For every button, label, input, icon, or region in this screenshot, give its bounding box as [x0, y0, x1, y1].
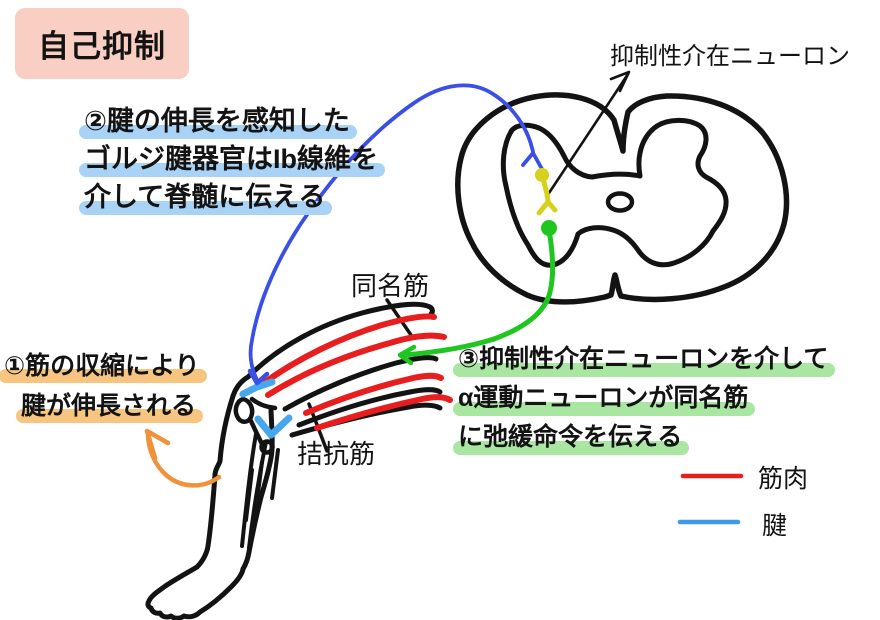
- interneuron-pointer-arrow: [547, 70, 631, 195]
- step1-arrow-curve: [145, 433, 222, 488]
- label-interneuron: 抑制性介在ニューロン: [610, 43, 850, 70]
- annotation-step2: ②腱の伸長を感知した ゴルジ腱器官はIb線維を 介して脊髄に伝える: [78, 106, 385, 220]
- interneuron-axon: [541, 179, 551, 205]
- annotation-step1-row: 腱が伸長される: [15, 392, 204, 423]
- legend-lines: [677, 473, 744, 525]
- annotation-step2-row: ②腱の伸長を感知した: [79, 106, 378, 139]
- motor-neuron-arrowhead: [397, 344, 417, 366]
- ib-fiber-arrowhead: [247, 368, 270, 386]
- annotation-step2-line2: ゴルジ腱器官はIb線維を: [79, 144, 385, 177]
- tendon-mark-upper: [239, 378, 276, 398]
- page-title: 自己抑制: [15, 8, 189, 79]
- central-canal: [605, 191, 635, 213]
- thigh-top-contour: [230, 301, 435, 399]
- gray-matter-butterfly: [500, 117, 729, 268]
- step1-arrow-head: [144, 428, 171, 461]
- ib-fiber-curve: [248, 83, 535, 382]
- ib-fiber-fork-right: [531, 151, 544, 171]
- legend-tendon-label: 腱: [762, 512, 788, 540]
- tendon-marks: [239, 378, 293, 439]
- page-title-label: 自己抑制: [38, 29, 166, 64]
- spinal-cord: [455, 92, 790, 305]
- knee-connector-1: [249, 396, 278, 411]
- shin-left-contour: [194, 393, 236, 570]
- annotation-step2-row: ゴルジ腱器官はIb線維を: [79, 144, 385, 177]
- annotation-step3-line3: に弛緩命令を伝える: [452, 423, 690, 455]
- interneuron-pointer-head: [609, 70, 631, 93]
- calf-hatch-2: [253, 460, 264, 518]
- annotation-step1-line1: ①筋の収縮により: [0, 352, 207, 383]
- shin-right-contour: [240, 407, 275, 572]
- foot-outline: [145, 564, 246, 620]
- annotation-step3-line2: α運動ニューロンが同名筋: [452, 384, 756, 416]
- muscle-stroke-3: [303, 372, 444, 416]
- interneuron-branch-right: [545, 199, 558, 213]
- label-agonist-muscle: 同名筋: [351, 271, 430, 301]
- annotation-step2-row: 介して脊髄に伝える: [78, 182, 378, 215]
- interneuron-soma: [535, 168, 549, 182]
- muscle-stroke-1: [258, 313, 437, 388]
- annotation-step1: ①筋の収縮により 腱が伸長される: [0, 352, 207, 432]
- agonist-tick-line: [385, 298, 413, 337]
- annotation-step3: ③抑制性介在ニューロンを介して α運動ニューロンが同名筋 に弛緩命令を伝える: [452, 345, 836, 462]
- legend-muscle-label: 筋肉: [758, 465, 809, 493]
- muscle-stroke-2: [265, 332, 447, 398]
- motor-neuron-axon: [401, 233, 556, 358]
- muscle-stroke-4: [314, 394, 453, 431]
- step1-arrow: [144, 428, 222, 488]
- tendon-mark-lower: [254, 414, 293, 439]
- annotation-step3-row: に弛緩命令を伝える: [452, 423, 828, 455]
- muscle-strokes: [258, 313, 453, 431]
- patella: [233, 396, 255, 424]
- inhibitory-interneuron: [535, 168, 558, 216]
- motor-neuron-soma: [541, 220, 557, 236]
- label-antagonist-muscle: 拮抗筋: [297, 439, 376, 469]
- annotation-step3-line1: ③抑制性介在ニューロンを介して: [452, 345, 836, 377]
- interneuron-pointer-line: [547, 72, 630, 195]
- spinal-cord-outline: [455, 92, 790, 305]
- calf-hatch-1: [244, 468, 254, 522]
- annotation-step2-line1: ②腱の伸長を感知した: [79, 106, 357, 139]
- annotation-step2-line3: 介して脊髄に伝える: [78, 182, 333, 215]
- annotation-step1-row: ①筋の収縮により: [0, 352, 207, 383]
- ib-fiber-fork-left: [521, 151, 535, 167]
- annotation-step3-row: α運動ニューロンが同名筋: [452, 384, 828, 416]
- leg-drawing: [145, 298, 443, 620]
- ib-fiber: [247, 83, 544, 386]
- motor-neuron: [397, 220, 557, 366]
- calf-hatch-3: [270, 448, 280, 500]
- thigh-line-3: [296, 387, 443, 428]
- annotation-step1-line2: 腱が伸長される: [15, 392, 204, 423]
- annotation-step3-row: ③抑制性介在ニューロンを介して: [452, 345, 836, 377]
- thigh-line-2: [282, 355, 439, 412]
